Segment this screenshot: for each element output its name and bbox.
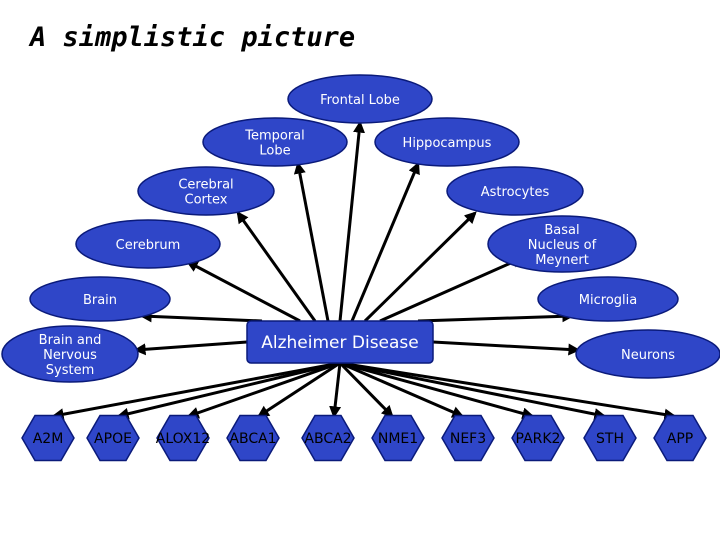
cerebral-cortex-label-line: Cortex — [185, 193, 228, 208]
gene-hexagon — [511, 414, 565, 462]
gene-label: A2M — [33, 431, 64, 447]
hippocampus-label-line: Hippocampus — [403, 136, 492, 151]
arrow-to-hippocampus — [350, 161, 420, 322]
basal-nucleus-oval — [487, 215, 637, 273]
arrow-to-apoe — [116, 361, 341, 420]
arrow-to-brain — [139, 310, 263, 323]
arrow-to-park2 — [339, 361, 535, 420]
gene-hexagon — [86, 414, 140, 462]
cerebral-cortex-oval — [137, 166, 275, 216]
brain-nervous-label-line: Nervous — [43, 348, 97, 363]
gene-apoe: APOE — [86, 414, 140, 462]
astrocytes-label-line: Astrocytes — [481, 185, 550, 200]
hippocampus-node: Hippocampus — [374, 117, 520, 167]
cerebrum-node: Cerebrum — [75, 219, 221, 269]
basal-nucleus-label-line: Meynert — [535, 253, 589, 268]
hippocampus-oval — [374, 117, 520, 167]
astrocytes-oval — [446, 166, 584, 216]
arrow-to-nef3 — [339, 361, 465, 418]
arrow-to-temporal-lobe — [293, 161, 330, 322]
arrow-to-basal-nucleus — [379, 256, 525, 323]
gene-hexagon — [226, 414, 280, 462]
gene-label: PARK2 — [516, 431, 561, 447]
gene-label: NME1 — [378, 431, 418, 447]
arrow-to-abca2 — [329, 362, 342, 419]
arrow-to-microglia — [417, 310, 575, 323]
arrow-to-app — [339, 361, 677, 421]
gene-label: ALOX12 — [156, 431, 210, 447]
gene-hexagon — [583, 414, 637, 462]
temporal-lobe-label-line: Lobe — [259, 144, 290, 159]
brain-node: Brain — [29, 276, 171, 322]
arrow-to-astrocytes — [363, 211, 477, 323]
microglia-node: Microglia — [537, 276, 679, 322]
gene-hexagon — [21, 414, 75, 462]
arrow-to-a2m — [51, 361, 341, 421]
alzheimer-disease-node: Alzheimer Disease — [246, 320, 434, 364]
gene-nme1: NME1 — [371, 414, 425, 462]
arrow-to-cerebral-cortex — [236, 211, 317, 322]
microglia-label-line: Microglia — [579, 293, 637, 308]
brain-label-line: Brain — [83, 293, 117, 308]
frontal-lobe-node: Frontal Lobe — [287, 74, 433, 124]
brain-oval — [29, 276, 171, 322]
brain-nervous-label-line: System — [46, 363, 94, 378]
gene-abca1: ABCA1 — [226, 414, 280, 462]
gene-hexagon — [301, 414, 355, 462]
arrow-to-frontal-lobe — [338, 120, 366, 322]
frontal-lobe-label-line: Frontal Lobe — [320, 93, 400, 108]
arrow-to-abca1 — [256, 361, 341, 418]
cerebrum-label-line: Cerebrum — [116, 238, 181, 253]
temporal-lobe-oval — [202, 117, 348, 167]
gene-hexagon — [441, 414, 495, 462]
astrocytes-node: Astrocytes — [446, 166, 584, 216]
alzheimer-disease-label: Alzheimer Disease — [261, 333, 419, 353]
basal-nucleus-label-line: Basal — [544, 223, 579, 238]
gene-park2: PARK2 — [511, 414, 565, 462]
temporal-lobe-label-line: Temporal — [244, 129, 305, 144]
gene-label: ABCA2 — [304, 431, 351, 447]
gene-abca2: ABCA2 — [301, 414, 355, 462]
cerebral-cortex-label-line: Cerebral — [178, 178, 233, 193]
gene-label: ABCA1 — [229, 431, 276, 447]
gene-label: STH — [596, 431, 624, 447]
arrow-to-nme1 — [338, 361, 394, 418]
neurons-oval — [575, 329, 720, 379]
gene-label: APOE — [94, 431, 132, 447]
gene-label: NEF3 — [450, 431, 486, 447]
arrow-to-cerebrum — [185, 260, 301, 323]
basal-nucleus-label-line: Nucleus of — [528, 238, 597, 253]
brain-nervous-label-line: Brain and — [39, 333, 102, 348]
gene-label: APP — [667, 431, 693, 447]
arrow-to-sth — [339, 361, 607, 420]
neurons-node: Neurons — [575, 329, 720, 379]
gene-hexagon — [156, 414, 210, 462]
arrow-to-neurons — [432, 340, 581, 356]
gene-sth: STH — [583, 414, 637, 462]
gene-a2m: A2M — [21, 414, 75, 462]
cerebrum-oval — [75, 219, 221, 269]
arrow-to-alox12 — [186, 361, 341, 419]
gene-nef3: NEF3 — [441, 414, 495, 462]
brain-nervous-oval — [1, 325, 139, 383]
microglia-oval — [537, 276, 679, 322]
gene-hexagon — [371, 414, 425, 462]
neurons-label-line: Neurons — [621, 348, 675, 363]
gene-app: APP — [653, 414, 707, 462]
page-title: A simplistic picture — [30, 22, 356, 53]
frontal-lobe-oval — [287, 74, 433, 124]
arrow-to-brain-nervous — [133, 340, 248, 356]
gene-alox12: ALOX12 — [156, 414, 210, 462]
gene-hexagon — [653, 414, 707, 462]
